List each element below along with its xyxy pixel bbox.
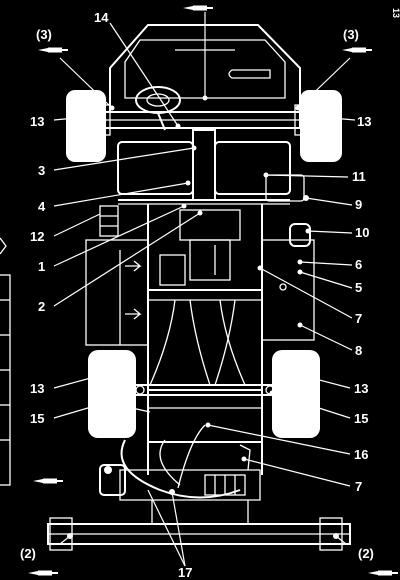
callout-label: (2) [358, 546, 374, 561]
callout-label: 8 [355, 343, 362, 358]
callout-label: 13 [357, 114, 371, 129]
callout-label: 2 [38, 299, 45, 314]
callout-label: 11 [352, 169, 366, 184]
callout-label: 15 [30, 411, 44, 426]
callout-label: (3) [343, 27, 359, 42]
grease-gun-icon [368, 570, 398, 576]
callout-label: 16 [354, 447, 368, 462]
figure-id: 13 [391, 8, 400, 18]
callout-label: 14 [94, 10, 109, 25]
rear-hitch [99, 424, 261, 501]
right-side-components [261, 195, 315, 341]
callout-label: 13 [30, 381, 44, 396]
callout-label: 13 [354, 381, 368, 396]
left-edge-fragment [0, 237, 11, 486]
callout-label: 13 [30, 114, 44, 129]
grease-gun-icon [33, 478, 63, 484]
steering-wheel [135, 86, 181, 131]
callout-label: 7 [355, 479, 362, 494]
left-side-panel [85, 205, 149, 346]
implement-bar [47, 500, 351, 551]
callout-label: 9 [355, 197, 362, 212]
front-left-tire [66, 90, 106, 162]
grease-gun-icon [342, 47, 372, 53]
callout-label: 6 [355, 257, 362, 272]
callout-label: 10 [355, 225, 369, 240]
callout-label: 4 [38, 199, 46, 214]
callout-label: 7 [355, 311, 362, 326]
callout-label: 3 [38, 163, 45, 178]
callout-labels: 14 (3) (3) 13 13 3 11 4 9 12 10 1 6 5 2 … [20, 10, 374, 580]
callout-label: 12 [30, 229, 44, 244]
grease-gun-icon [183, 5, 213, 11]
grease-gun-icon [28, 570, 58, 576]
rear-right-tire [272, 350, 320, 438]
grease-gun-icon [38, 47, 68, 53]
engine-compartment [117, 129, 305, 205]
callout-label: 17 [178, 565, 192, 580]
callout-label: 15 [354, 411, 368, 426]
callout-label: (3) [36, 27, 52, 42]
callout-label: 5 [355, 280, 362, 295]
callout-label: (2) [20, 546, 36, 561]
front-right-tire [300, 90, 342, 162]
leader-lines [53, 12, 356, 567]
rear-left-tire [88, 350, 136, 438]
callout-label: 1 [38, 259, 45, 274]
chassis-frame [147, 204, 263, 475]
